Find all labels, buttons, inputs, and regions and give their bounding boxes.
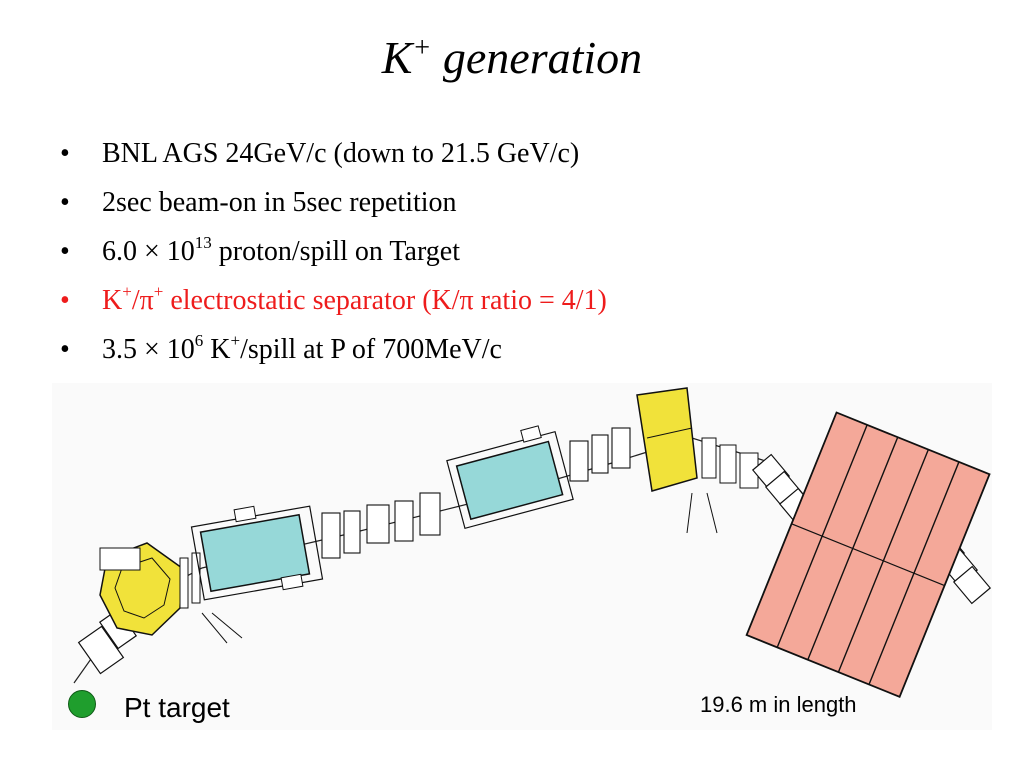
bullet-marker: • [60, 138, 70, 169]
bullet-marker: • [60, 334, 70, 365]
quadrupole-cluster-2 [321, 492, 441, 559]
quadrupole-cluster-1 [77, 608, 138, 675]
detector-block [745, 411, 991, 699]
bullet-item: • BNL AGS 24GeV/c (down to 21.5 GeV/c) [60, 134, 607, 183]
quadrupole-cluster-3 [569, 427, 631, 482]
dipole-magnet-2 [636, 387, 698, 492]
bullet-item: • 2sec beam-on in 5sec repetition [60, 183, 607, 232]
dipole-magnet-1 [99, 542, 183, 636]
separator-2 [446, 425, 574, 530]
bullet-marker: • [60, 236, 70, 267]
bullet-list: • BNL AGS 24GeV/c (down to 21.5 GeV/c) •… [60, 134, 607, 379]
bullet-item: • 3.5 × 106 K+/spill at P of 700MeV/c [60, 330, 607, 379]
beamline-elements-2 [686, 437, 759, 534]
bullet-item-highlight: • K+/π+ electrostatic separator (K/π rat… [60, 281, 607, 330]
bullet-marker: • [60, 285, 70, 316]
beamline-diagram [52, 383, 992, 730]
bullet-marker: • [60, 187, 70, 218]
pt-target-label: Pt target [124, 692, 230, 723]
pt-target-marker [68, 690, 96, 718]
separator-1 [190, 505, 324, 601]
slide-title: K+ generation [381, 32, 643, 83]
bullet-item: • 6.0 × 1013 proton/spill on Target [60, 232, 607, 281]
length-label: 19.6 m in length [700, 692, 857, 717]
